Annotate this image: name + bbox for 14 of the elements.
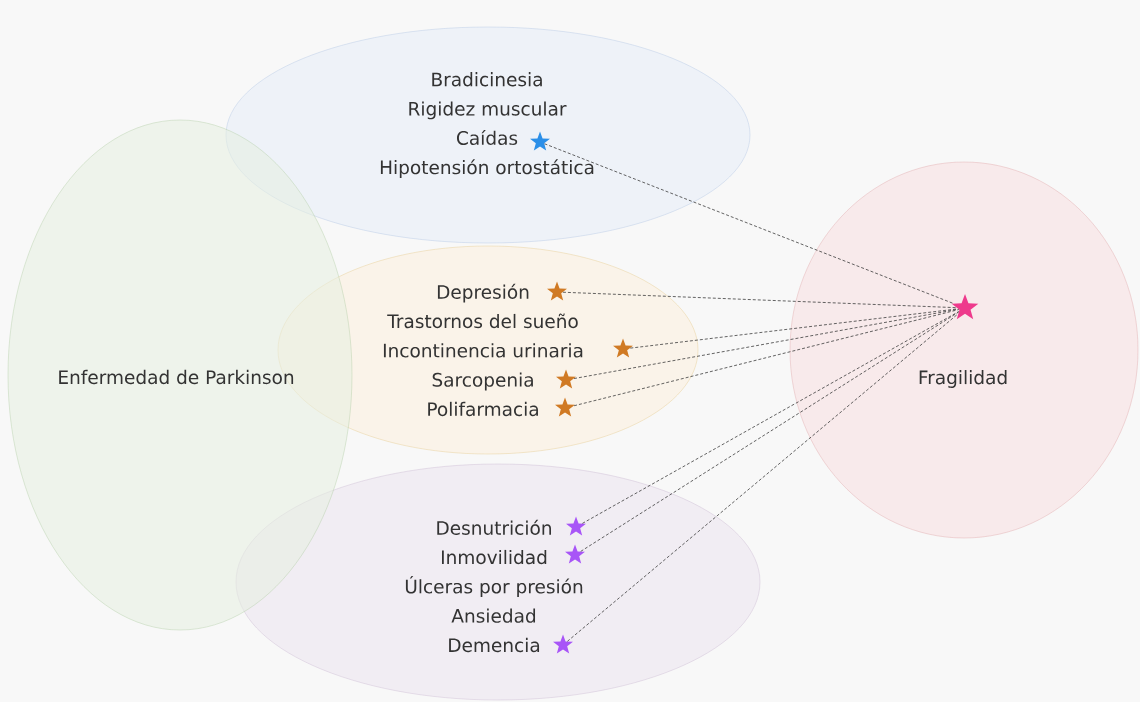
star-marker	[553, 634, 573, 654]
dashed-connector	[567, 313, 959, 642]
star-marker	[555, 397, 575, 417]
star-marker	[565, 544, 585, 564]
dashed-connector	[573, 309, 960, 407]
star-marker	[547, 281, 567, 301]
star-marker	[566, 516, 586, 536]
star-marker	[556, 369, 576, 389]
star-marker	[613, 338, 633, 358]
dashed-connector	[629, 308, 959, 349]
star-marker	[951, 294, 979, 320]
dashed-connector	[544, 143, 954, 304]
star-marker	[530, 131, 550, 151]
dashed-connector	[562, 291, 957, 309]
